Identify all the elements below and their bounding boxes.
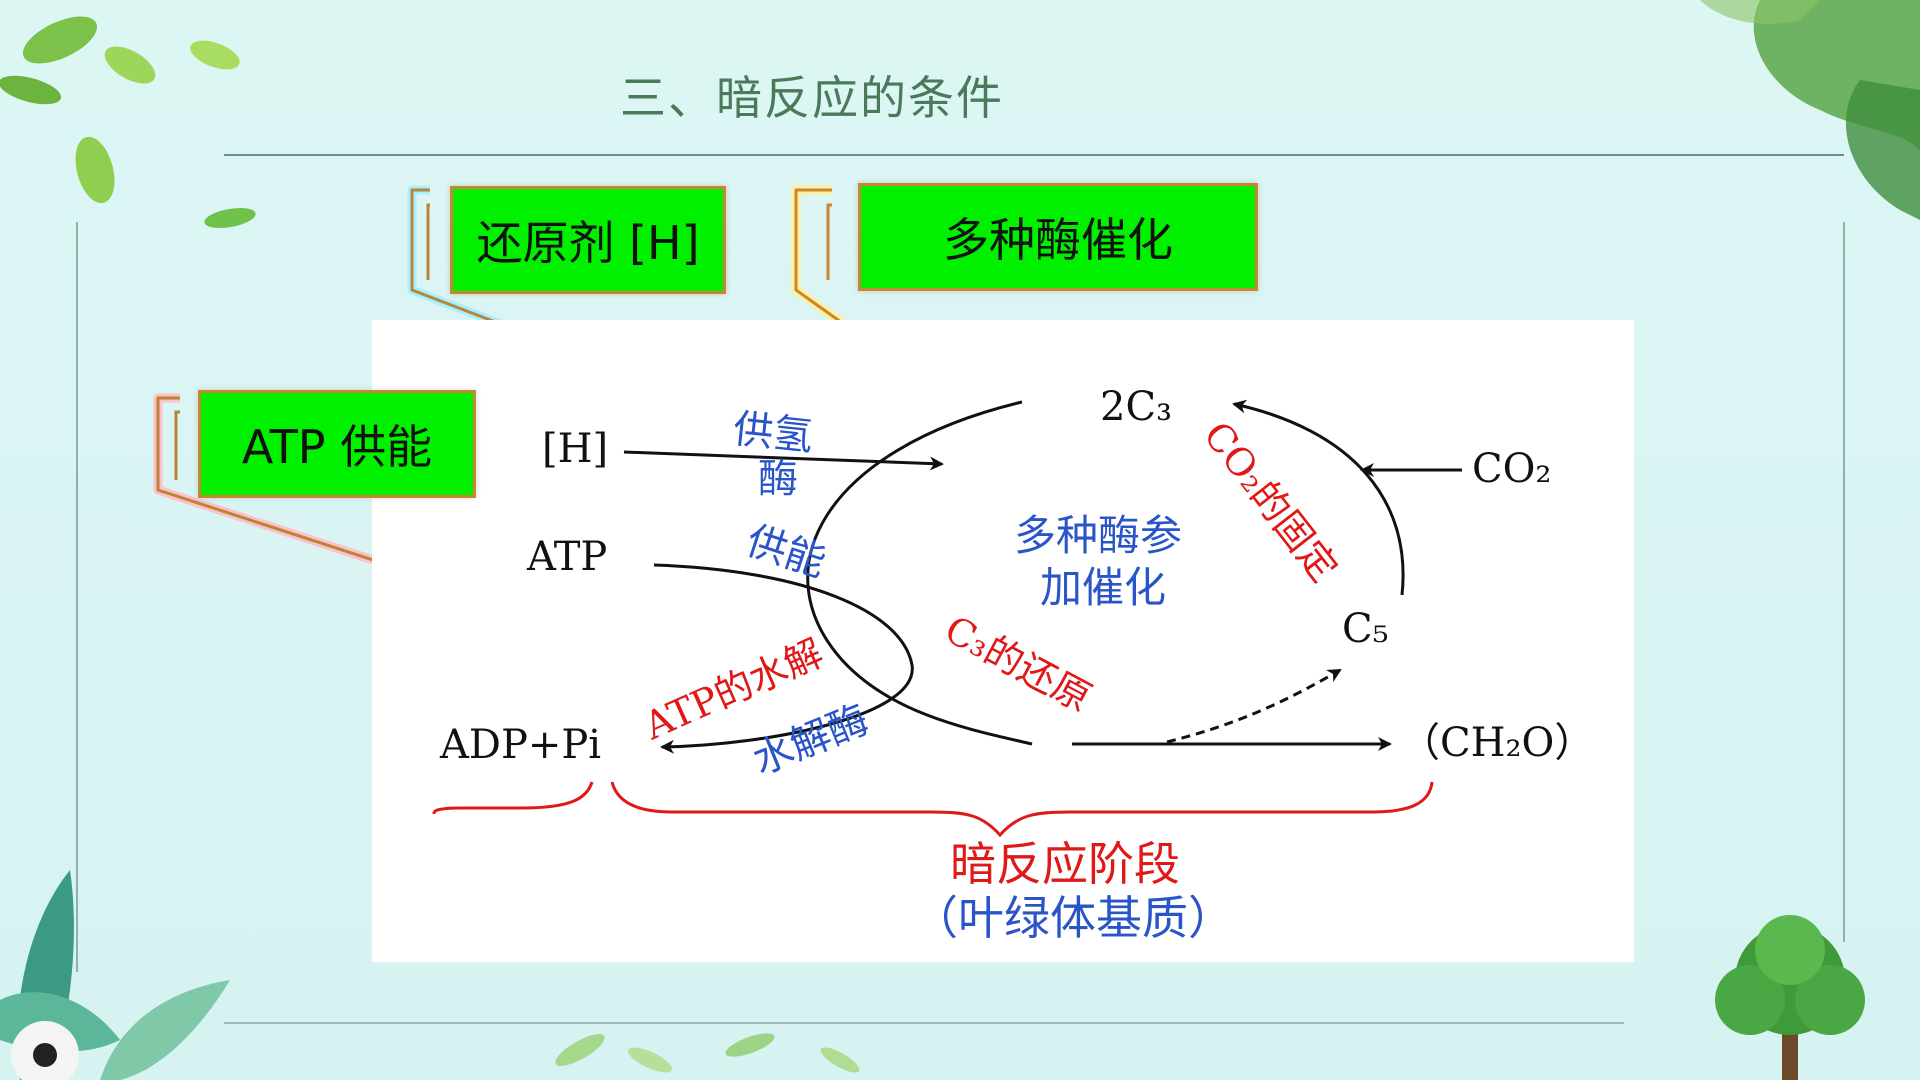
leaf-decoration-top-right xyxy=(1700,0,1920,220)
callout-atp: ATP 供能 xyxy=(198,390,476,498)
h-label: [H] xyxy=(542,426,608,472)
c5-dashed-arrow xyxy=(1166,668,1342,744)
c5-label: C₅ xyxy=(1342,606,1389,652)
enzymes-line2: 加催化 xyxy=(1040,563,1166,612)
co2-label: CO₂ xyxy=(1472,446,1551,492)
callout-reductant: 还原剂 [H] xyxy=(450,186,726,294)
bottom-line xyxy=(224,1022,1624,1024)
atp-hydrolysis-curve xyxy=(653,563,914,754)
hydrolase-label: 水解酶 xyxy=(747,697,875,785)
frame-left xyxy=(76,222,78,972)
h-enzyme-label: 酶 xyxy=(758,456,798,502)
enzymes-line1: 多种酶参 xyxy=(1014,511,1182,560)
calvin-cycle-arc xyxy=(806,400,1033,746)
title-underline xyxy=(224,154,1844,156)
page-title: 三、暗反应的条件 xyxy=(620,71,1004,125)
adp-label: ADP+Pi xyxy=(439,722,601,768)
stage-location: （叶绿体基质） xyxy=(912,891,1234,945)
callout-enzymes: 多种酶催化 xyxy=(858,183,1258,291)
atp-label: ATP xyxy=(526,534,607,580)
c3-label: 2C₃ xyxy=(1100,384,1172,430)
c3-reduction-label: C₃的还原 xyxy=(938,607,1098,720)
h-arrow xyxy=(623,450,944,471)
diagram-panel: [H] ATP ADP+Pi 2C₃ CO₂ C₅ （CH₂O） 供氢 酶 供能… xyxy=(372,320,1634,962)
plant-decoration-bottom-left xyxy=(0,870,230,1080)
ch2o-label: （CH₂O） xyxy=(1400,720,1594,766)
leaf-decoration-bottom xyxy=(555,1033,860,1073)
stage-brace xyxy=(610,781,1434,838)
stage-title: 暗反应阶段 xyxy=(950,837,1180,891)
dark-reaction-diagram: [H] ATP ADP+Pi 2C₃ CO₂ C₅ （CH₂O） 供氢 酶 供能… xyxy=(432,384,1594,945)
tree-decoration xyxy=(1715,915,1865,1080)
supply-h-label: 供氢 xyxy=(731,406,815,460)
small-brace xyxy=(432,781,594,815)
leaf-decoration-top-left xyxy=(0,16,256,228)
frame-right xyxy=(1843,222,1845,942)
